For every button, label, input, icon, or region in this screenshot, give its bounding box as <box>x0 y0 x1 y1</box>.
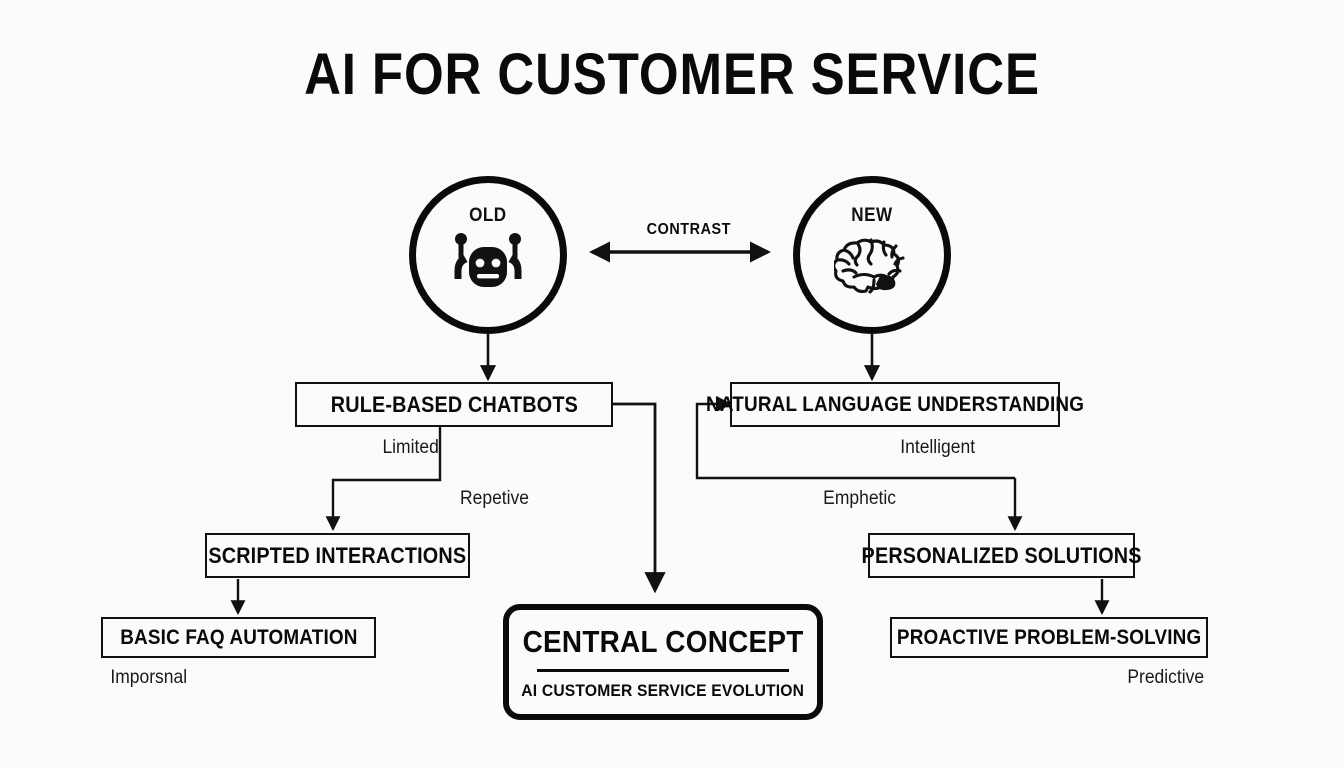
node-box-rule-based-chatbots[interactable]: RULE-BASED CHATBOTS <box>295 382 613 427</box>
node-box-basic-faq-automation[interactable]: BASIC FAQ AUTOMATION <box>101 617 376 658</box>
node-label-rule-based-chatbots: RULE-BASED CHATBOTS <box>330 391 578 417</box>
caption-intelligent: Intelligent <box>900 437 976 458</box>
central-concept-node[interactable]: CENTRAL CONCEPT AI CUSTOMER SERVICE EVOL… <box>503 604 823 720</box>
node-box-personalized-solutions[interactable]: PERSONALIZED SOLUTIONS <box>861 533 1141 578</box>
central-concept-title: CENTRAL CONCEPT <box>522 623 804 659</box>
central-concept-subtitle: AI CUSTOMER SERVICE EVOLUTION <box>521 680 805 700</box>
circle-label-new: NEW <box>851 205 893 226</box>
node-circle-new[interactable]: NEW <box>793 176 951 334</box>
node-label-basic-faq-automation: BASIC FAQ AUTOMATION <box>119 625 358 649</box>
node-label-natural-language-understanding: NATURAL LANGUAGE UNDERSTANDING <box>705 392 1085 416</box>
node-box-proactive-problem-solving[interactable]: PROACTIVE PROBLEM-SOLVING <box>890 617 1208 658</box>
node-box-natural-language-understanding[interactable]: NATURAL LANGUAGE UNDERSTANDING <box>706 382 1084 427</box>
brain-icon <box>832 231 910 295</box>
edge-rule-based-to-central <box>613 402 666 594</box>
contrast-arrow-label: CONTRAST <box>646 221 732 238</box>
caption-predictive: Predictive <box>1127 667 1205 688</box>
node-label-proactive-problem-solving: PROACTIVE PROBLEM-SOLVING <box>896 625 1202 649</box>
caption-emphetic: Emphetic <box>823 488 897 509</box>
robot-icon <box>451 231 525 293</box>
caption-limited: Limited <box>382 437 439 458</box>
node-box-scripted-interactions[interactable]: SCRIPTED INTERACTIONS <box>205 533 470 578</box>
caption-repetive: Repetive <box>460 488 529 509</box>
circle-label-old: OLD <box>469 205 507 226</box>
node-label-personalized-solutions: PERSONALIZED SOLUTIONS <box>861 542 1142 568</box>
node-label-scripted-interactions: SCRIPTED INTERACTIONS <box>208 542 467 568</box>
central-concept-divider <box>537 668 789 672</box>
node-circle-old[interactable]: OLD <box>409 176 567 334</box>
page-title: AI FOR CUSTOMER SERVICE <box>304 42 1040 107</box>
caption-imporsnal: Imporsnal <box>110 667 188 688</box>
